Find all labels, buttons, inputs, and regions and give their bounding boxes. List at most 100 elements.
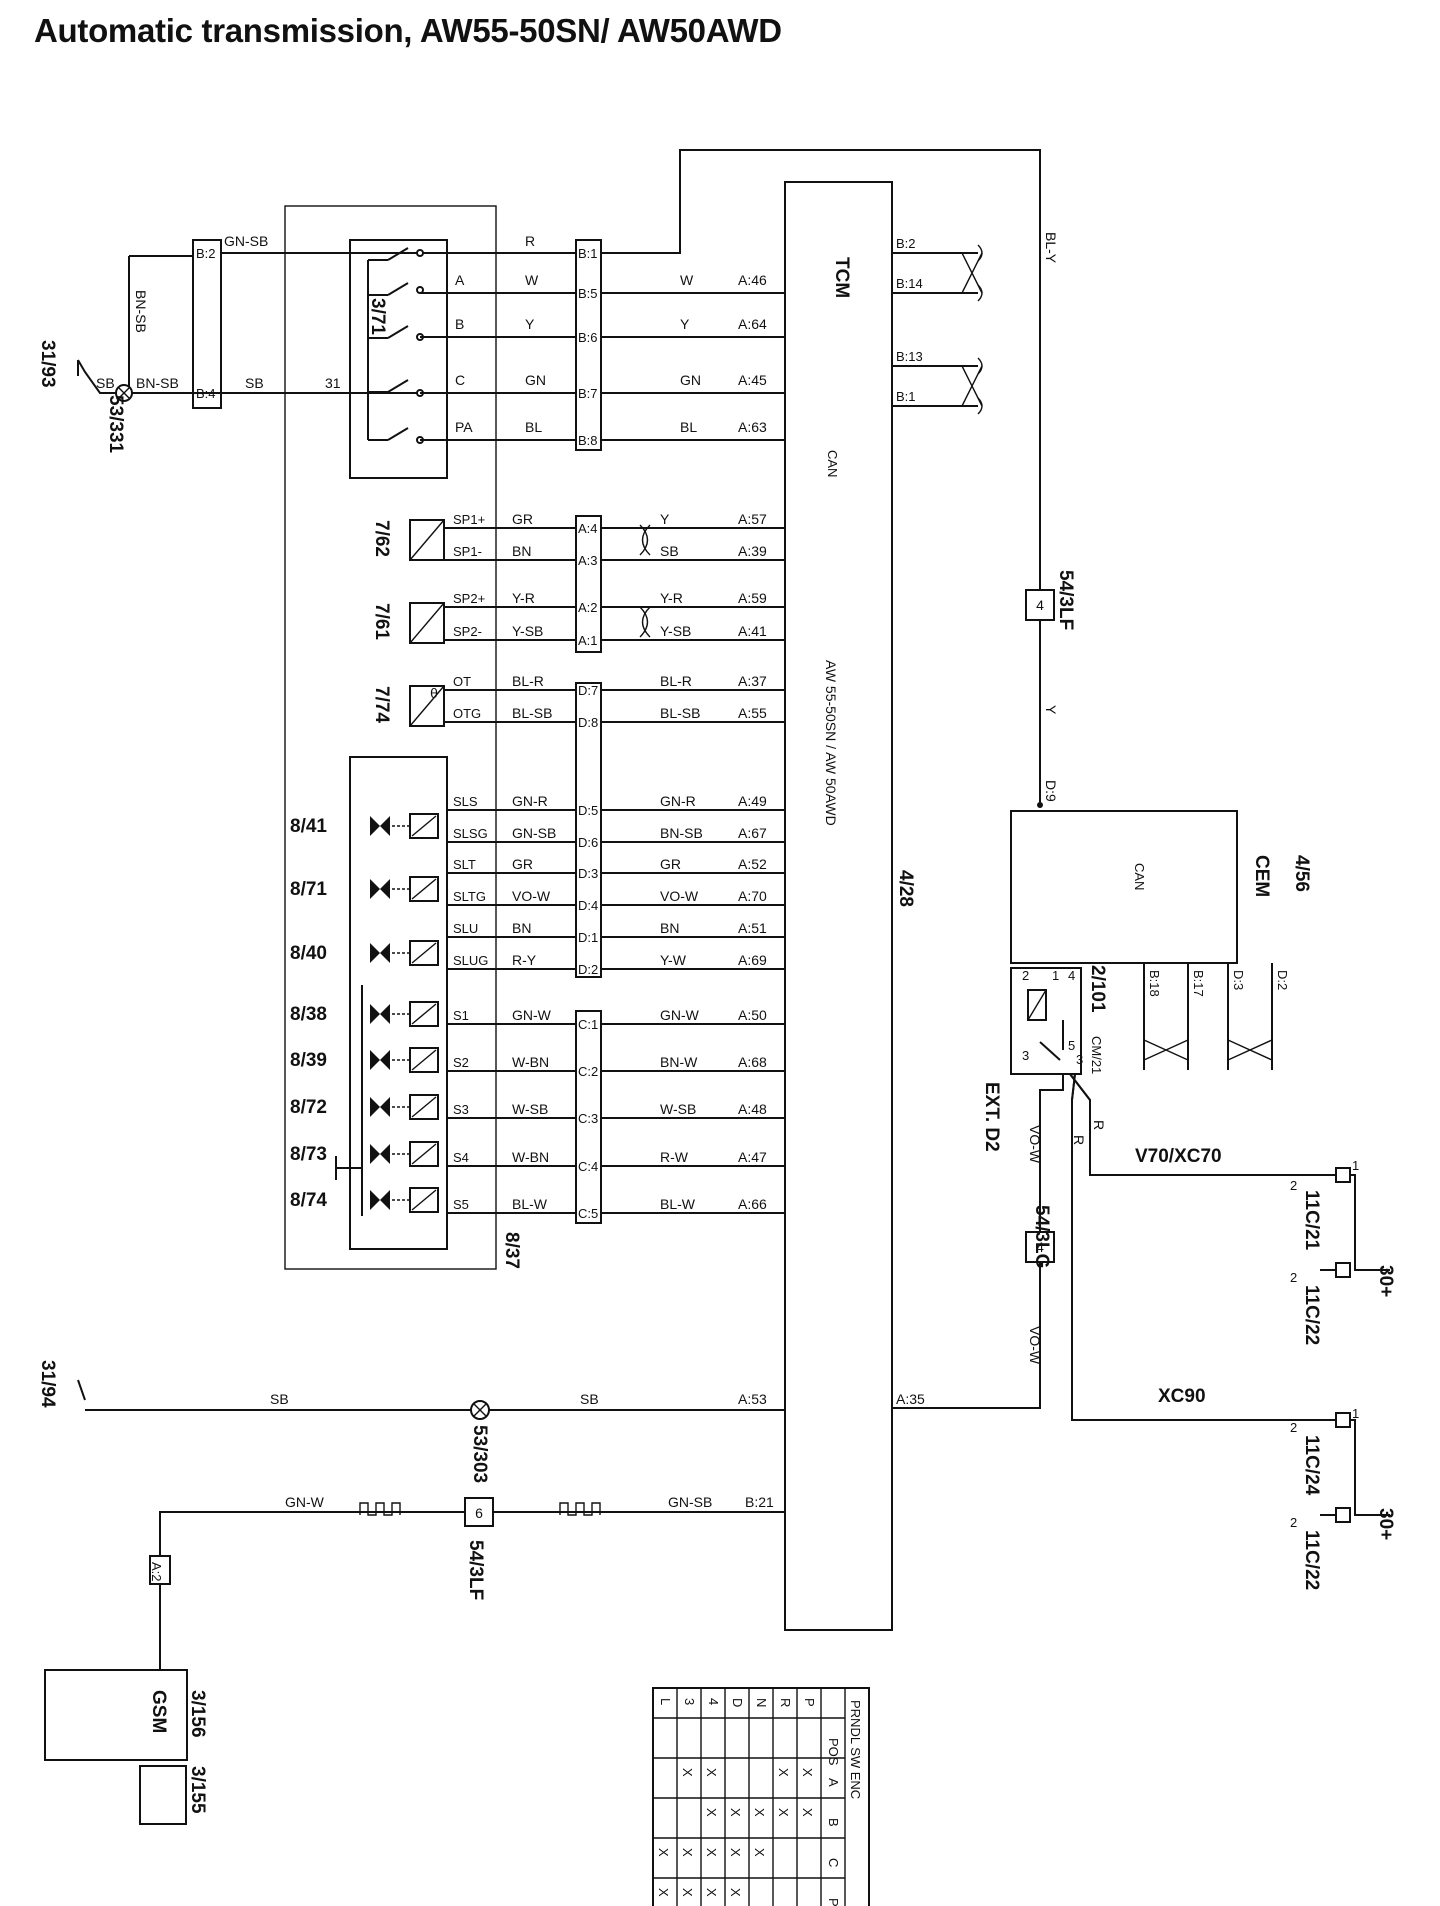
solenoid-pin: SLSG [453,826,488,841]
wire-color: VO-W [512,888,551,904]
wire-color: GN-SB [512,825,556,841]
wire-color: BN-SB [660,825,703,841]
solenoid-pin: SLS [453,794,478,809]
wire-color: Y-R [660,590,683,606]
fuse-pin: 2 [1290,1420,1297,1435]
solenoid-valve-5 [370,1047,439,1073]
connector-ref: 54/3LF [465,1540,486,1600]
solenoid-ref: 8/74 [290,1190,327,1211]
wire-color: VO-W [1027,1125,1043,1164]
prndl-column-header: PA [826,1898,841,1906]
solenoid-ref: 8/38 [290,1004,327,1025]
prndl-cell: X [656,1888,671,1897]
prndl-cell: X [728,1888,743,1897]
tcm-pin: A:48 [738,1101,767,1117]
switch-pin: C [455,372,465,388]
connector-pin: D:5 [578,803,598,818]
solenoid-ref: 8/71 [290,879,327,900]
tcm-pin: A:67 [738,825,767,841]
wire-color: GN-SB [668,1494,712,1510]
solenoid-valve-3 [370,940,439,966]
connector-pin: C:3 [578,1111,598,1126]
tcm-pin: A:68 [738,1054,767,1070]
solenoid-pin: SLTG [453,889,486,904]
tcm-pin: B:21 [745,1494,774,1510]
tcm-pin: A:52 [738,856,767,872]
connector-pin: C:1 [578,1017,598,1032]
wire-color: Y-W [660,952,687,968]
switch-pin: A [455,272,465,288]
fuse-label: 11C/22 [1301,1285,1322,1345]
wire-color: BL-W [660,1196,696,1212]
tcm-pin: A:70 [738,888,767,904]
wire-color: VO-W [1027,1326,1043,1365]
gsm-ref: 3/156 [187,1690,208,1738]
connector-b2-b4 [192,239,222,409]
solenoid-pin: SLT [453,857,476,872]
supply-label: 30+ [1375,1508,1396,1540]
tcm-pin: A:50 [738,1007,767,1023]
prndl-cell: X [776,1768,791,1777]
tcm-pin: A:53 [738,1391,767,1407]
wire-color: BL-R [660,673,692,689]
component-ref: 8/37 [501,1232,522,1269]
diagram-title: Automatic transmission, AW55-50SN/ AW50A… [34,12,782,49]
fuse-pin: 2 [1290,1515,1297,1530]
connector-ref: 54/3LG [1031,1205,1052,1268]
component-ref: 53/331 [105,395,126,454]
connector-pin: B:1 [578,246,598,261]
solenoid-ref: 8/73 [290,1144,327,1165]
wire-color: BN-SB [133,290,149,333]
tcm-pin: A:39 [738,543,767,559]
wire-color: BN-W [660,1054,698,1070]
tcm-ref: 4/28 [895,870,916,907]
prndl-header: PRNDL SW ENC [848,1700,863,1799]
prndl-cell: X [728,1808,743,1817]
wire-color: W-BN [512,1054,549,1070]
tcm-pin: A:49 [738,793,767,809]
variant-label: V70/XC70 [1135,1146,1222,1167]
prndl-column-header: C [826,1858,841,1867]
wire-color: R [1091,1120,1107,1130]
prndl-cell: X [680,1848,695,1857]
relay-pin: 5 [1068,1038,1075,1053]
cem-module [1010,810,1238,964]
prndl-cell: X [680,1768,695,1777]
wire-color: GN-W [660,1007,700,1023]
wire-color: BL-SB [660,705,700,721]
sensor-pin: OTG [453,706,481,721]
cem-pin: B:17 [1191,970,1206,997]
wire-color: BL-Y [1043,232,1059,264]
prndl-cell: X [800,1808,815,1817]
relay-pin: 3 [1022,1048,1029,1063]
connector-pin-number: 6 [475,1505,483,1521]
prndl-cell: X [752,1808,767,1817]
tcm-pin: A:59 [738,590,767,606]
tcm-pin: A:57 [738,511,767,527]
relay-pin: 3 [1076,1052,1083,1067]
solenoid-valve-4 [370,1001,439,1027]
prndl-cell: X [704,1888,719,1897]
solenoid-ref: 8/72 [290,1097,327,1118]
fuse-label: 11C/21 [1301,1190,1322,1251]
wire-color: GN-R [512,793,548,809]
wire-color: BL-R [512,673,544,689]
wire-color: BL [525,419,542,435]
cem-pin: D:2 [1275,970,1290,990]
wire-color: SB [660,543,679,559]
prndl-column-header: B [826,1818,841,1827]
connector-pin: B:7 [578,386,598,401]
tcm-pin: A:66 [738,1196,767,1212]
solenoid-valve-2 [370,876,439,902]
prndl-cell: X [704,1768,719,1777]
connector-pin: C:2 [578,1064,598,1079]
connector-pin: A:4 [578,521,598,536]
solenoid-valve-1 [370,813,439,839]
wire-color: GN [525,372,546,388]
pin-label: 31 [325,375,341,391]
relay-label: CM/21 [1089,1036,1104,1074]
prndl-column-header: A [826,1778,841,1787]
tcm-label: TCM [831,257,852,298]
sensor-pin: SP1+ [453,512,485,527]
